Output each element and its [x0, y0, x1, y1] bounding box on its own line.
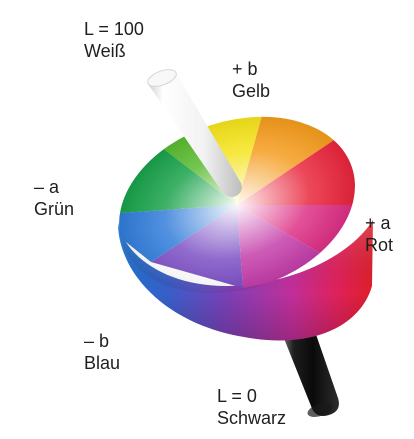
- l0-value: L = 0: [217, 386, 257, 406]
- plus-b-name: Gelb: [232, 81, 271, 101]
- l100-name: Weiß: [84, 41, 126, 61]
- white-axis: [147, 69, 242, 197]
- plus-b-label: + b Gelb: [232, 58, 270, 102]
- l0-name: Schwarz: [217, 408, 287, 428]
- black-axis: [281, 320, 339, 417]
- plus-a-name: Rot: [365, 235, 394, 255]
- plus-a-value: + a: [365, 213, 391, 233]
- plus-a-label: + a Rot: [365, 212, 393, 256]
- minus-b-value: – b: [84, 331, 110, 351]
- minus-a-name: Grün: [34, 199, 75, 219]
- minus-a-label: – a Grün: [34, 176, 74, 220]
- plus-b-value: + b: [232, 59, 258, 79]
- l100-label: L = 100 Weiß: [84, 18, 144, 62]
- minus-a-value: – a: [34, 177, 60, 197]
- minus-b-label: – b Blau: [84, 330, 120, 374]
- minus-b-name: Blau: [84, 353, 121, 373]
- l100-value: L = 100: [84, 19, 144, 39]
- color-cylinder-side: [118, 220, 373, 341]
- l0-label: L = 0 Schwarz: [217, 385, 286, 429]
